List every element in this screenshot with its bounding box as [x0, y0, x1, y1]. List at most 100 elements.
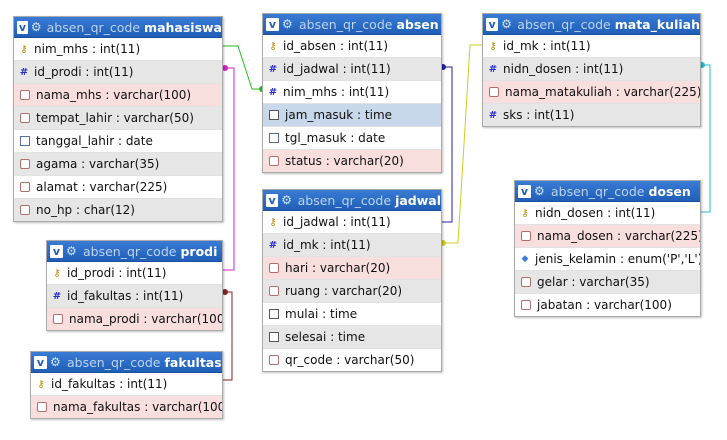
- column-row[interactable]: jam_masuk : time: [263, 103, 441, 126]
- column-label: id_prodi : int(11): [34, 65, 134, 79]
- text-column-icon: [521, 300, 531, 310]
- relation-line-mahasiswa-absen: [222, 45, 262, 90]
- index-icon: #: [488, 109, 498, 121]
- database-name: absen_qr_code: [46, 19, 141, 35]
- gear-icon[interactable]: ⚙: [30, 20, 42, 34]
- table-name: mahasiswa: [144, 19, 222, 35]
- column-label: id_prodi : int(11): [67, 266, 167, 280]
- column-label: id_jadwal : int(11): [283, 62, 391, 76]
- column-row[interactable]: ruang : varchar(20): [263, 279, 441, 302]
- column-row[interactable]: nama_dosen : varchar(225): [515, 224, 700, 247]
- column-row[interactable]: ⚷nim_mhs : int(11): [14, 38, 222, 60]
- table-name: dosen: [648, 183, 691, 199]
- time-column-icon: [269, 309, 279, 319]
- column-row[interactable]: #id_mk : int(11): [263, 233, 441, 256]
- column-row[interactable]: #nim_mhs : int(11): [263, 80, 441, 103]
- column-label: nama_fakultas : varchar(100): [53, 400, 222, 414]
- primary-key-icon: ⚷: [269, 216, 277, 228]
- column-row[interactable]: ⚷id_jadwal : int(11): [263, 211, 441, 233]
- gear-icon[interactable]: ⚙: [66, 244, 77, 258]
- table-name: jadwal: [395, 192, 441, 208]
- column-row[interactable]: no_hp : char(12): [14, 198, 222, 221]
- collapse-toggle-icon[interactable]: v: [34, 355, 47, 369]
- primary-key-icon: ⚷: [53, 267, 61, 279]
- collapse-toggle-icon[interactable]: v: [17, 20, 28, 34]
- collapse-toggle-icon[interactable]: v: [486, 17, 499, 31]
- text-column-icon: [521, 231, 531, 241]
- date-column-icon: [20, 136, 30, 146]
- gear-icon[interactable]: ⚙: [282, 17, 293, 31]
- column-label: agama : varchar(35): [36, 157, 160, 171]
- column-row[interactable]: ⚷nidn_dosen : int(11): [515, 202, 700, 224]
- gear-icon[interactable]: ⚙: [534, 184, 545, 198]
- index-icon: #: [268, 86, 278, 98]
- column-row[interactable]: #nidn_dosen : int(11): [483, 57, 700, 80]
- table-name: absen: [396, 16, 439, 32]
- column-row[interactable]: nama_matakuliah : varchar(225): [483, 80, 700, 103]
- column-row[interactable]: tgl_masuk : date: [263, 126, 441, 149]
- column-row[interactable]: tempat_lahir : varchar(50): [14, 106, 222, 129]
- column-row[interactable]: #id_fakultas : int(11): [47, 284, 222, 307]
- text-column-icon: [20, 159, 30, 169]
- database-name: absen_qr_code: [67, 354, 161, 370]
- column-row[interactable]: ⚷id_absen : int(11): [263, 35, 441, 57]
- gear-icon[interactable]: ⚙: [50, 355, 61, 369]
- column-row[interactable]: nama_fakultas : varchar(100): [31, 395, 222, 418]
- column-row[interactable]: ◆jenis_kelamin : enum('P','L'): [515, 247, 700, 270]
- column-row[interactable]: status : varchar(20): [263, 149, 441, 172]
- column-row[interactable]: tanggal_lahir : date: [14, 129, 222, 152]
- column-label: id_fakultas : int(11): [51, 377, 168, 391]
- column-row[interactable]: agama : varchar(35): [14, 152, 222, 175]
- collapse-toggle-icon[interactable]: v: [518, 184, 531, 198]
- collapse-toggle-icon[interactable]: v: [50, 244, 63, 258]
- relation-line-mahasiswa-prodi: [222, 67, 235, 271]
- column-row[interactable]: ⚷id_mk : int(11): [483, 35, 700, 57]
- column-row[interactable]: #sks : int(11): [483, 103, 700, 126]
- time-column-icon: [269, 332, 279, 342]
- column-label: selesai : time: [285, 330, 366, 344]
- index-icon: #: [268, 239, 278, 251]
- column-row[interactable]: nama_mhs : varchar(100): [14, 83, 222, 106]
- column-row[interactable]: hari : varchar(20): [263, 256, 441, 279]
- column-label: tanggal_lahir : date: [36, 134, 153, 148]
- column-row[interactable]: nama_prodi : varchar(100): [47, 307, 222, 330]
- index-icon: #: [268, 63, 278, 75]
- table-name: mata_kuliah: [614, 16, 700, 32]
- column-row[interactable]: #id_prodi : int(11): [14, 60, 222, 83]
- column-label: nama_mhs : varchar(100): [36, 88, 192, 102]
- text-column-icon: [20, 113, 30, 123]
- column-row[interactable]: ⚷id_fakultas : int(11): [31, 373, 222, 395]
- column-row[interactable]: # id_jadwal : int(11): [263, 57, 441, 80]
- column-row[interactable]: jabatan : varchar(100): [515, 293, 700, 316]
- gear-icon[interactable]: ⚙: [501, 17, 512, 31]
- gear-icon[interactable]: ⚙: [281, 193, 293, 207]
- relation-dot-prodi-idfakultas: [222, 289, 228, 295]
- column-label: jam_masuk : time: [285, 108, 393, 122]
- collapse-toggle-icon[interactable]: v: [266, 193, 279, 207]
- column-row[interactable]: qr_code : varchar(50): [263, 348, 441, 371]
- text-column-icon: [269, 156, 279, 166]
- column-row[interactable]: mulai : time: [263, 302, 441, 325]
- collapse-toggle-icon[interactable]: v: [266, 17, 279, 31]
- column-label: tempat_lahir : varchar(50): [36, 111, 194, 125]
- primary-key-icon: ⚷: [20, 43, 28, 55]
- column-row[interactable]: ⚷ id_prodi : int(11): [47, 262, 222, 284]
- column-row[interactable]: gelar : varchar(35): [515, 270, 700, 293]
- column-label: id_mk : int(11): [503, 39, 591, 53]
- column-row[interactable]: selesai : time: [263, 325, 441, 348]
- column-row[interactable]: alamat : varchar(225): [14, 175, 222, 198]
